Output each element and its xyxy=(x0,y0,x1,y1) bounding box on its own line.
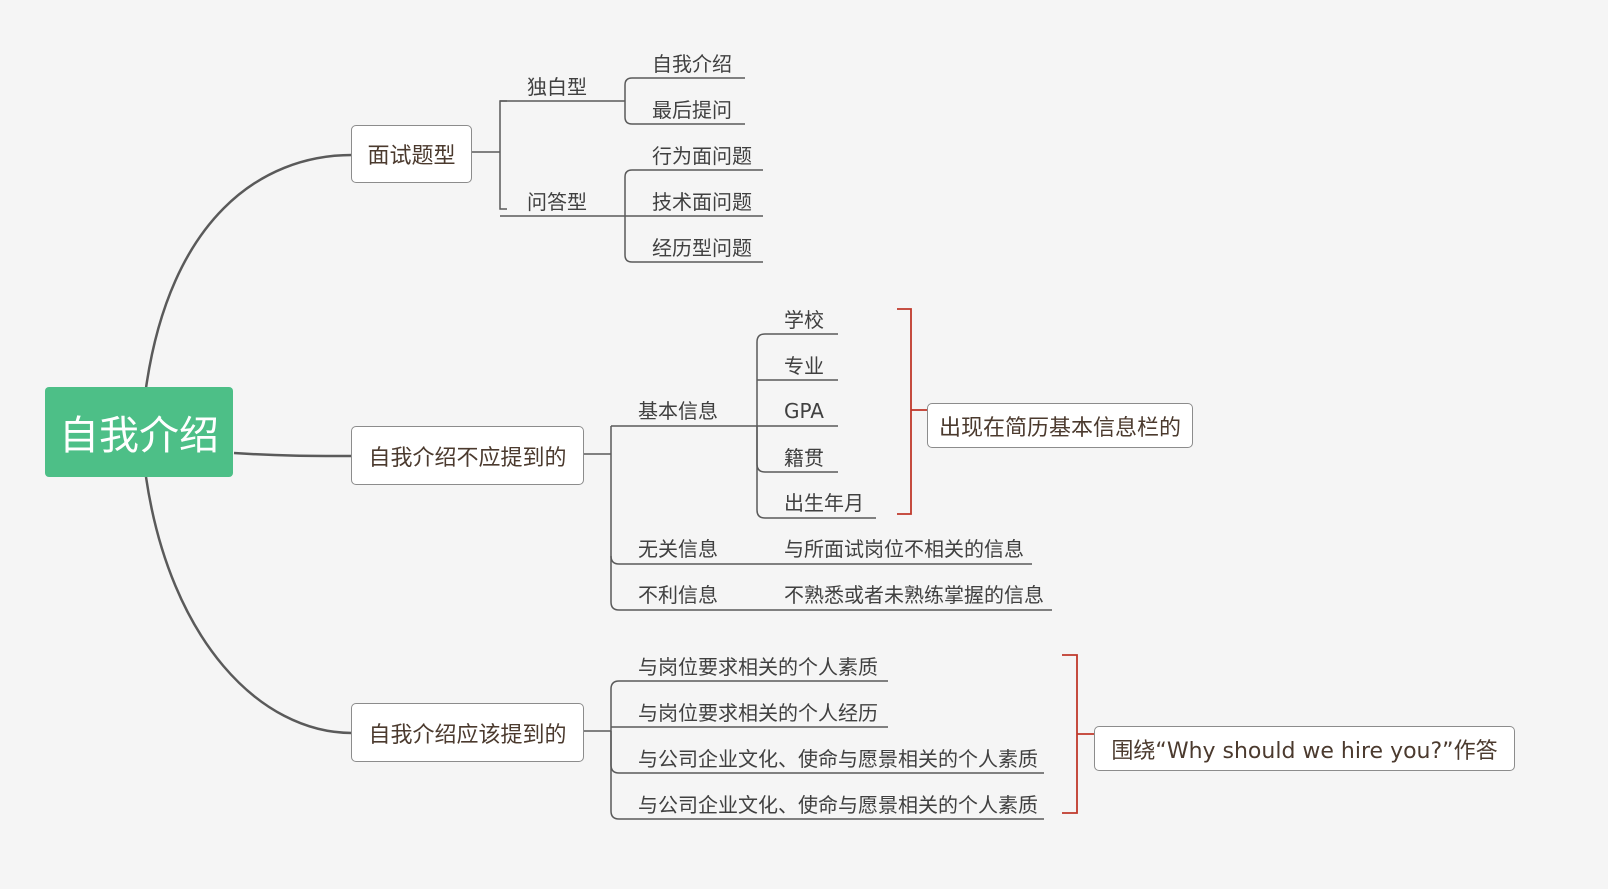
leaf-experience-questions[interactable]: 经历型问题 xyxy=(652,236,752,260)
connector-root-branch1 xyxy=(144,153,353,389)
leaf-school[interactable]: 学校 xyxy=(784,308,824,332)
leaf-major[interactable]: 专业 xyxy=(784,354,824,378)
bracket-basic-info xyxy=(897,308,912,515)
node-monologue[interactable]: 独白型 xyxy=(527,75,587,99)
root-node[interactable]: 自我介绍 xyxy=(45,387,233,477)
leaf-job-related-experience[interactable]: 与岗位要求相关的个人经历 xyxy=(638,701,878,725)
leaf-final-questions[interactable]: 最后提问 xyxy=(652,98,732,122)
connector-root-branch3 xyxy=(144,476,353,735)
leaf-behavioral-questions[interactable]: 行为面问题 xyxy=(652,144,752,168)
leaf-irrelevant-detail[interactable]: 与所面试岗位不相关的信息 xyxy=(784,537,1024,561)
leaf-technical-questions[interactable]: 技术面问题 xyxy=(652,190,752,214)
leaf-birth-date[interactable]: 出生年月 xyxy=(784,491,864,515)
node-unfavorable-info[interactable]: 不利信息 xyxy=(638,583,718,607)
note-why-hire-you[interactable]: 围绕“Why should we hire you?”作答 xyxy=(1094,726,1515,771)
bracket-should-mention xyxy=(1062,654,1078,814)
branch-interview-question-types[interactable]: 面试题型 xyxy=(351,125,472,183)
leaf-job-related-qualities[interactable]: 与岗位要求相关的个人素质 xyxy=(638,655,878,679)
branch-should-mention[interactable]: 自我介绍应该提到的 xyxy=(351,703,584,762)
leaf-unfavorable-detail[interactable]: 不熟悉或者未熟练掌握的信息 xyxy=(784,583,1044,607)
node-qa[interactable]: 问答型 xyxy=(527,190,587,214)
branch-should-not-mention[interactable]: 自我介绍不应提到的 xyxy=(351,426,584,485)
leaf-culture-qualities-1[interactable]: 与公司企业文化、使命与愿景相关的个人素质 xyxy=(638,747,1038,771)
leaf-hometown[interactable]: 籍贯 xyxy=(784,446,824,470)
connector-root-branch2 xyxy=(233,451,353,458)
note-resume-basic-info[interactable]: 出现在简历基本信息栏的 xyxy=(927,403,1193,448)
leaf-culture-qualities-2[interactable]: 与公司企业文化、使命与愿景相关的个人素质 xyxy=(638,793,1038,817)
leaf-self-intro[interactable]: 自我介绍 xyxy=(652,52,732,76)
node-irrelevant-info[interactable]: 无关信息 xyxy=(638,537,718,561)
leaf-gpa[interactable]: GPA xyxy=(784,399,824,423)
node-basic-info[interactable]: 基本信息 xyxy=(638,399,718,423)
